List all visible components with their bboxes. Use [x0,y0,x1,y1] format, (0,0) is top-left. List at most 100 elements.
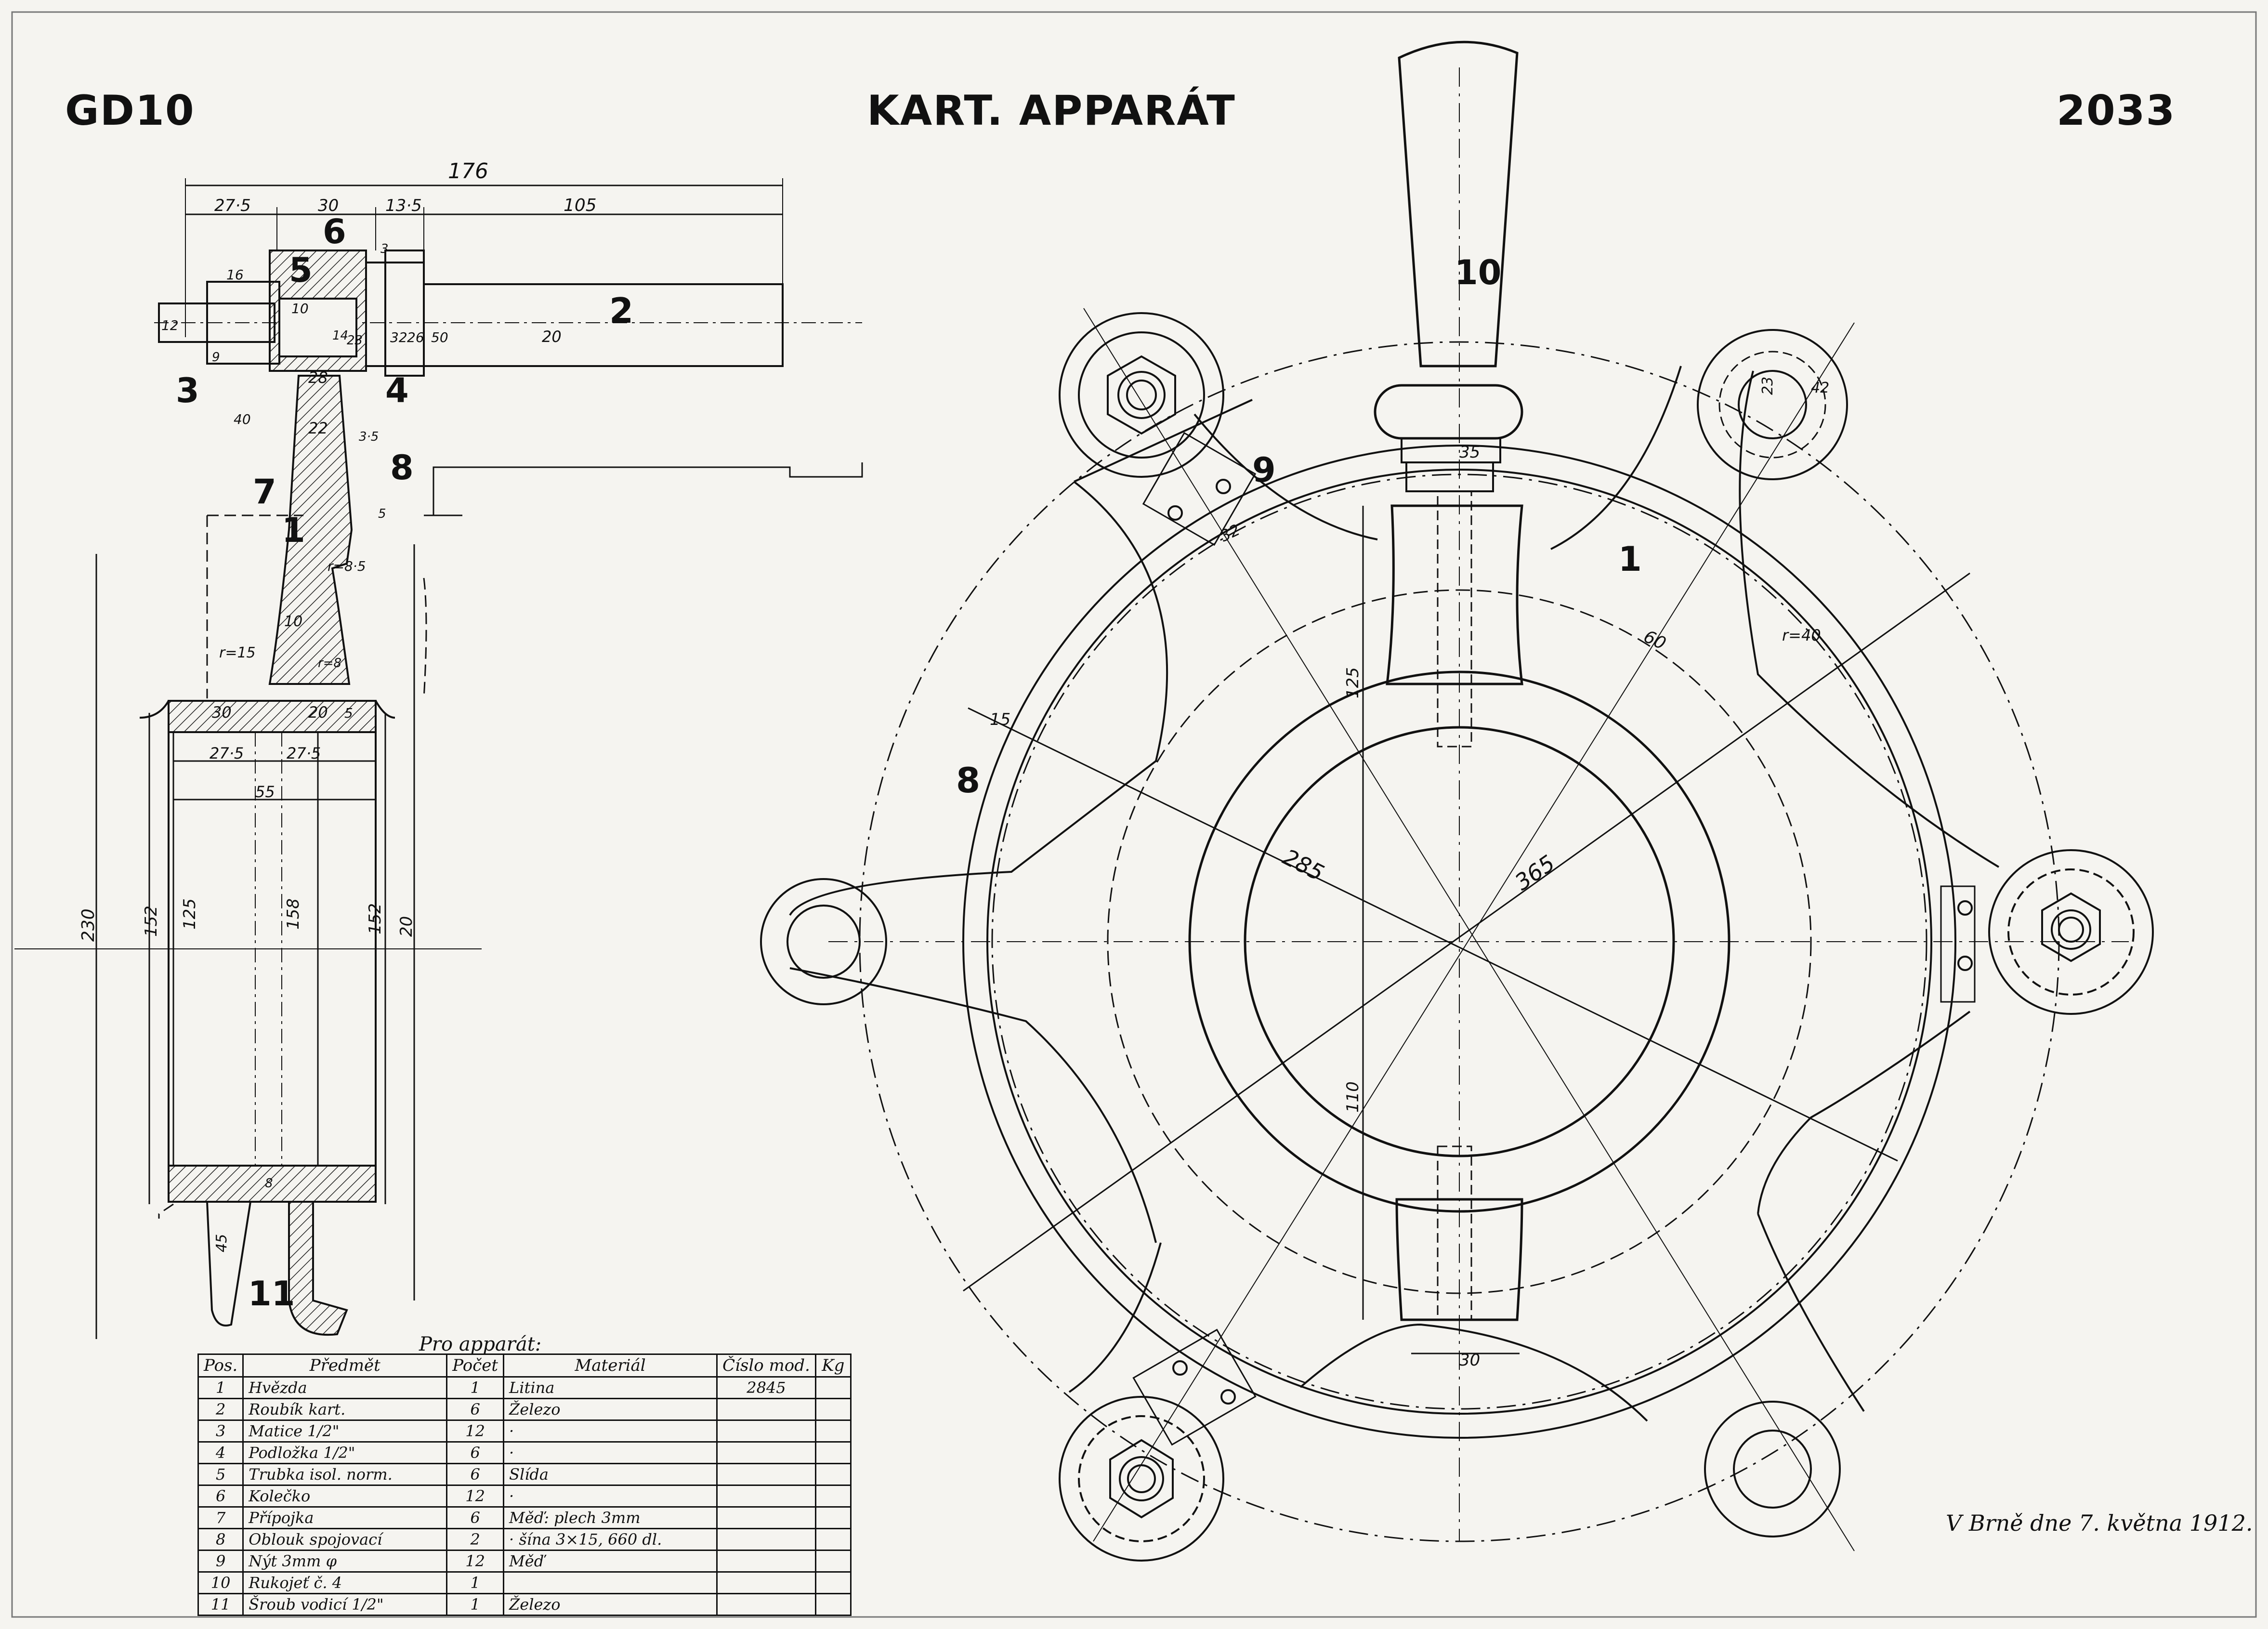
dim-23: 23 [347,333,363,348]
bom-cell-model-no [716,1571,816,1594]
lug-top-left [1059,312,1224,478]
bom-cell-pos: 7 [197,1506,244,1529]
handle-collar [1374,384,1523,440]
callout-8-side: 8 [390,448,414,487]
bom-cell-item: Přípojka [242,1506,448,1529]
callout-1-front: 1 [1618,539,1642,579]
dim-152a: 152 [142,906,161,937]
bom-cell-model-no [716,1419,816,1443]
rim-upper [168,700,377,733]
dim-15: 15 [990,710,1010,729]
dim-r8: r=8 [318,656,341,670]
dim-12: 12 [161,317,179,333]
bom-cell-kg [814,1376,852,1399]
bom-cell-qty: 1 [446,1571,505,1594]
callout-10: 10 [1455,253,1501,292]
bom-cell-item: Kolečko [242,1484,448,1508]
bom-cell-material: · šína 3×15, 660 dl. [503,1528,718,1551]
dim-5: 5 [378,507,386,521]
rivet-plate-2 [1940,885,1976,1003]
dim-10b: 10 [284,613,302,630]
bom-header-kg: Kg [814,1353,852,1378]
bom-cell-material: Měď [503,1550,718,1573]
bom-cell-qty: 1 [446,1593,505,1616]
arm-upper-left-edge [1193,413,1378,540]
lug-right [1988,849,2154,1015]
bom-cell-model-no [716,1463,816,1486]
handle-socket-bottom [1395,1198,1523,1321]
bom-cell-material [503,1571,718,1594]
callout-3: 3 [176,371,199,410]
guide-bolt-bottom [1437,1145,1472,1321]
lug-bottom-left [1059,1396,1224,1562]
bom-header-pos: Pos. [197,1353,244,1378]
bom-cell-material: Měď: plech 3mm [503,1506,718,1529]
dim-35: 35 [1459,443,1480,462]
bom-cell-qty: 6 [446,1398,505,1421]
bom-header-model-no: Číslo mod. [716,1353,816,1378]
bom-cell-item: Podložka 1/2" [242,1441,448,1464]
dim-20c: 20 [397,916,416,937]
bom-cell-material: Železo [503,1398,718,1421]
dim-365: 365 [1510,850,1560,895]
dim-3: 3 [380,242,389,256]
bom-cell-qty: 1 [446,1376,505,1399]
callout-8-front: 8 [956,760,980,801]
bom-cell-model-no [716,1484,816,1508]
dim-5b: 5 [344,705,353,721]
bom-cell-model-no [716,1506,816,1529]
arm-right [1757,1011,1971,1412]
dim-22: 22 [308,419,328,437]
dim-50: 50 [431,329,448,345]
dim-28: 28 [308,368,328,387]
dim-152b: 152 [366,903,385,934]
bom-cell-item: Nýt 3mm φ [242,1550,448,1573]
sheet-border [11,11,2257,1618]
bom-cell-material: Slída [503,1463,718,1486]
dim-9: 9 [212,350,220,365]
dim-r15: r=15 [219,644,256,661]
bom-cell-pos: 8 [197,1528,244,1551]
bom-header-item: Předmět [242,1353,448,1378]
bom-cell-material: Litina [503,1376,718,1399]
drawing-title: KART. APPARÁT [867,87,1236,135]
dim-3-5: 3·5 [359,430,379,444]
bom-cell-model-no [716,1593,816,1616]
dim-176: 176 [448,159,488,184]
dim-60: 60 [1640,627,1669,654]
lower-leg-right [288,1201,348,1336]
dim-27-5a: 27·5 [210,744,244,762]
rim-lower [168,1165,377,1203]
handle-grip [1398,40,1519,368]
dim-42: 42 [1811,380,1829,396]
shaft-body [423,283,784,367]
bom-cell-qty: 2 [446,1528,505,1551]
bom-header-row: Pos. Předmět Počet Materiál Číslo mod. K… [197,1353,852,1378]
stem-section [268,375,353,685]
bom-cell-item: Hvězda [242,1376,448,1399]
dim-14: 14 [332,328,348,343]
bom-cell-kg [814,1463,852,1486]
dim-40: 40 [234,411,251,427]
dim-45: 45 [213,1234,230,1252]
bom-cell-kg [814,1484,852,1508]
bom-cell-model-no [716,1398,816,1421]
dim-30c: 30 [1459,1351,1480,1370]
bom-cell-item: Oblouk spojovací [242,1528,448,1551]
dim-32: 32 [390,329,407,345]
bom-cell-kg [814,1528,852,1551]
dim-20b: 20 [308,703,328,722]
dim-30b: 30 [212,703,232,722]
bom-cell-pos: 9 [197,1550,244,1573]
bom-cell-kg [814,1593,852,1616]
bom-cell-kg [814,1419,852,1443]
dim-158: 158 [284,898,303,930]
callout-4: 4 [385,371,409,410]
dim-10: 10 [291,301,309,316]
